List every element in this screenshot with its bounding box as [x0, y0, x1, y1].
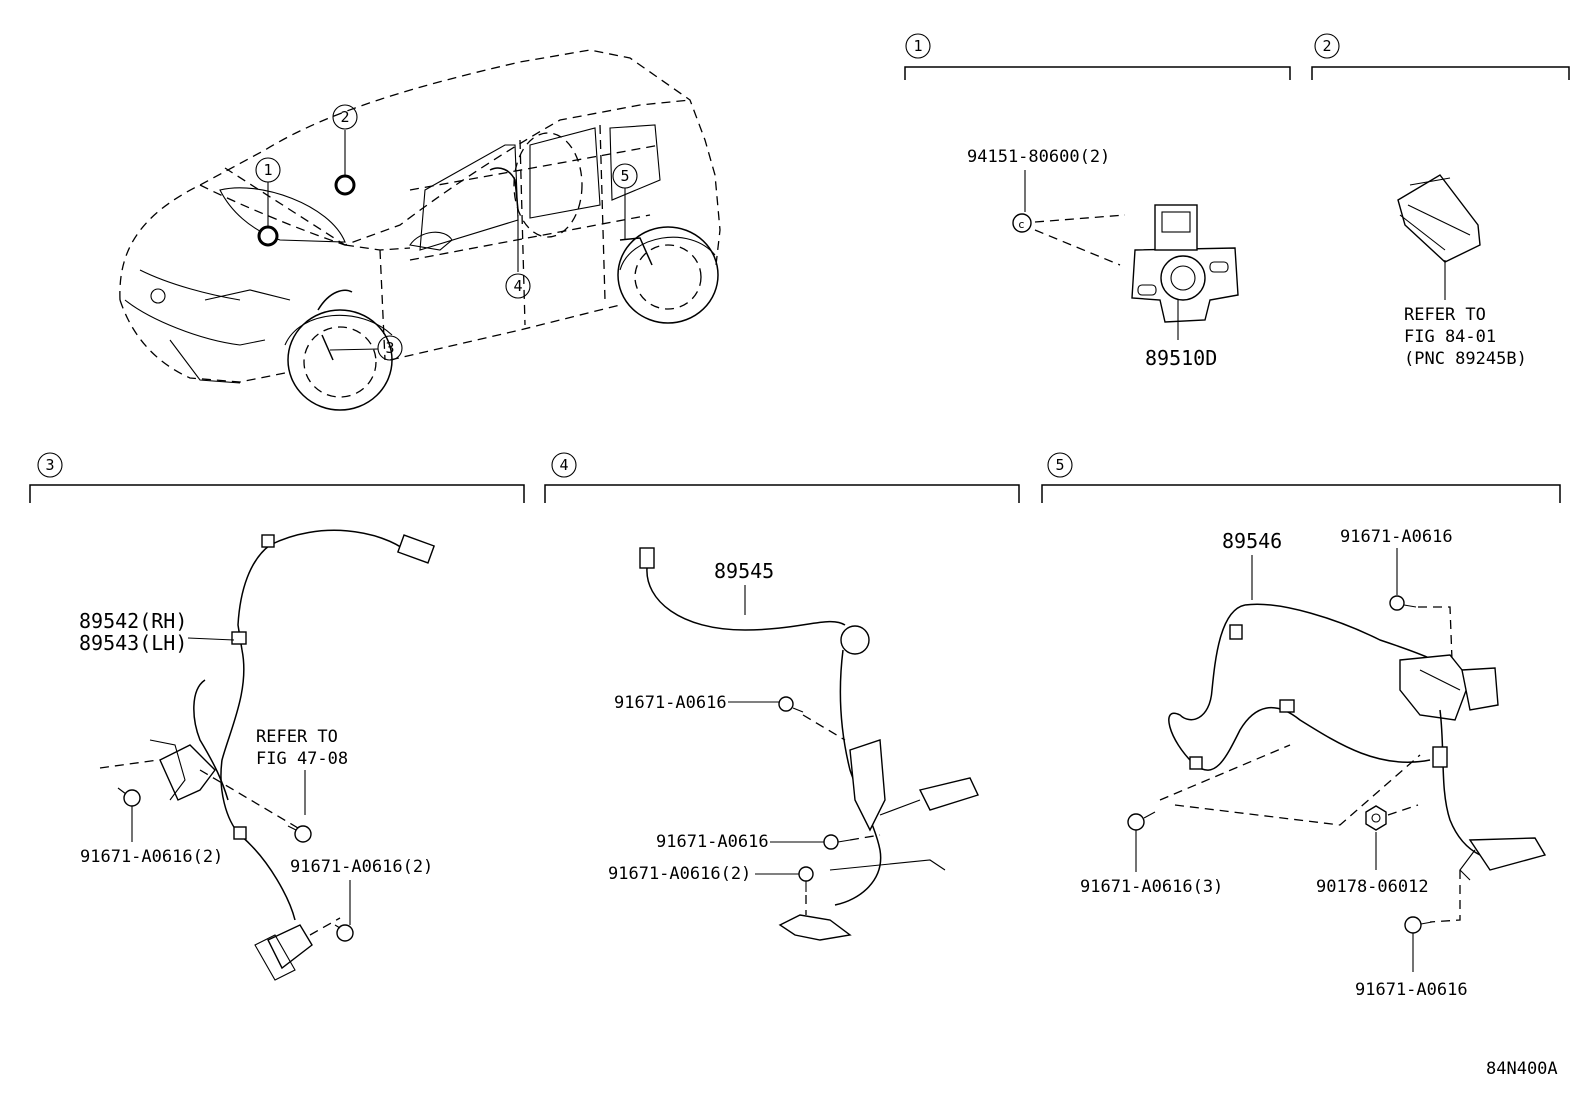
section-3-part-label-rh: 89542(RH): [79, 609, 187, 633]
bolt-icon: [334, 924, 354, 942]
section-2-refer-line-1: REFER TO: [1404, 305, 1486, 325]
callout-number: 2: [340, 108, 349, 126]
callout-4: 4: [505, 273, 531, 299]
section-3-part-label-lh: 89543(LH): [79, 631, 187, 655]
section-1-bracket: [904, 66, 1291, 80]
section-4-number: 4: [559, 456, 568, 474]
section-2-refer-line-3: (PNC 89245B): [1404, 349, 1527, 369]
rear-speed-sensor-harness-icon: [639, 547, 979, 941]
sensor-marker-2: [334, 174, 356, 196]
callout-number: 5: [620, 167, 629, 185]
section-4-bracket: [544, 484, 1020, 503]
bolt-icon: [1389, 595, 1417, 611]
section-3-bolt-right-label: 91671-A0616(2): [290, 857, 433, 877]
section-3-bracket: [29, 484, 525, 503]
section-5-bolt-top-label: 91671-A0616: [1340, 527, 1453, 547]
section-1-bolt-label: 94151-80600(2): [967, 147, 1110, 167]
section-3: 3 89542(RH) 89543(LH) REFER TO FIG 47-08: [29, 452, 525, 981]
section-5-bolt-bottom-label: 91671-A0616: [1355, 980, 1468, 1000]
section-5-number: 5: [1055, 456, 1064, 474]
nut-icon: [1365, 805, 1387, 831]
bolt-icon: c: [1012, 213, 1032, 233]
section-1-part-label: 89510D: [1145, 346, 1217, 370]
rear-harness-assembly-icon: [1168, 603, 1547, 881]
bolt-icon: [823, 834, 851, 850]
callout-number: 4: [513, 277, 522, 295]
section-1: 1 94151-80600(2) c 89510D: [904, 33, 1291, 370]
callout-5: 5: [612, 163, 638, 189]
callout-3: 3: [377, 335, 403, 361]
section-4-bolt-low-label: 91671-A0616(2): [608, 864, 751, 884]
rear-wheel-icon: [513, 132, 719, 324]
section-2-number: 2: [1322, 37, 1331, 55]
section-3-refer-line-1: REFER TO: [256, 727, 338, 747]
section-4-part-label: 89545: [714, 559, 774, 583]
bolt-icon: [778, 696, 804, 713]
section-4-bolt-top-label: 91671-A0616: [614, 693, 727, 713]
callout-number: c: [1018, 218, 1025, 231]
yaw-rate-sensor-icon: [1131, 204, 1239, 323]
callout-2: 2: [332, 104, 358, 130]
bolt-icon: [287, 825, 312, 843]
section-5-bolt-left-label: 91671-A0616(3): [1080, 877, 1223, 897]
front-wheel-icon: [284, 309, 393, 411]
section-2-refer-line-2: FIG 84-01: [1404, 327, 1496, 347]
section-3-bolt-left-label: 91671-A0616(2): [80, 847, 223, 867]
bolt-icon: [798, 866, 814, 892]
section-4: 4 89545 91671-A0616 91671-A0616 9: [544, 452, 1020, 941]
figure-code: 84N400A: [1486, 1059, 1558, 1079]
front-speed-sensor-harness-icon: [149, 529, 436, 981]
section-3-refer-line-2: FIG 47-08: [256, 749, 348, 769]
callout-1: 1: [255, 157, 281, 183]
section-1-number: 1: [913, 37, 922, 55]
control-module-icon: [1397, 174, 1481, 263]
callout-number: 3: [385, 339, 394, 357]
sensor-marker-1: [257, 225, 279, 247]
section-5-part-label: 89546: [1222, 529, 1282, 553]
bolt-icon: [117, 787, 141, 807]
section-5-nut-label: 90178-06012: [1316, 877, 1429, 897]
section-3-number: 3: [45, 456, 54, 474]
section-2-bracket: [1311, 66, 1570, 80]
section-2: 2 REFER TO FIG 84-01 (PNC 89245B): [1311, 33, 1570, 369]
section-4-bolt-mid-label: 91671-A0616: [656, 832, 769, 852]
section-5: 5 89546 91671-A0616: [1041, 452, 1561, 1000]
vehicle-overview: 1 2 3 4 5: [119, 49, 721, 411]
section-5-bracket: [1041, 484, 1561, 503]
bolt-icon: [1127, 811, 1156, 831]
callout-number: 1: [263, 161, 272, 179]
bolt-icon: [1404, 916, 1433, 934]
